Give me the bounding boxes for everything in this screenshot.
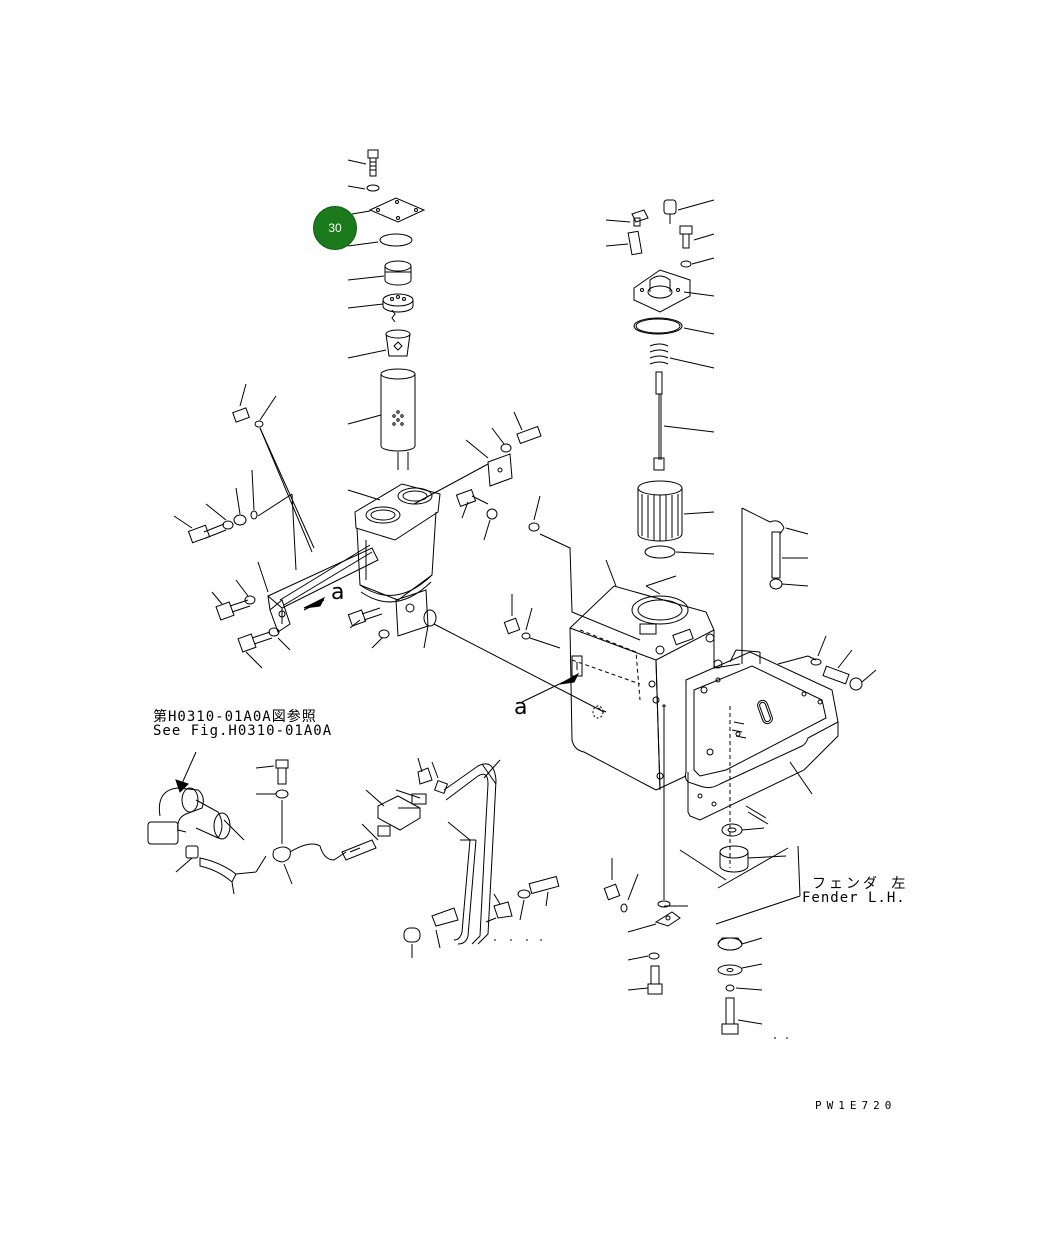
detail-label-a-left: a xyxy=(331,580,345,605)
reference-label-english: See Fig.H0310-01A0A xyxy=(153,723,333,739)
reference-label-japanese: 第H0310-01A0A図参照 xyxy=(153,709,317,725)
drawing-code: PW1E720 xyxy=(815,1099,897,1112)
bolt-icon xyxy=(368,150,378,176)
filter-assembly xyxy=(258,150,440,636)
detail-label-a-center: a xyxy=(514,695,528,720)
piping-assembly xyxy=(148,752,788,1038)
tank-assembly xyxy=(504,200,876,1034)
fender-label-english: Fender L.H. xyxy=(802,890,906,906)
fasteners-left xyxy=(174,384,372,668)
washer-icon xyxy=(367,185,379,191)
filter-head xyxy=(355,484,440,540)
o-ring-icon xyxy=(380,234,412,246)
fender-label-japanese: フェンダ 左 xyxy=(812,876,909,892)
part-number-badge[interactable]: 30 xyxy=(313,206,357,250)
cover-plate xyxy=(370,198,424,222)
fasteners-right-of-filter xyxy=(348,412,606,712)
